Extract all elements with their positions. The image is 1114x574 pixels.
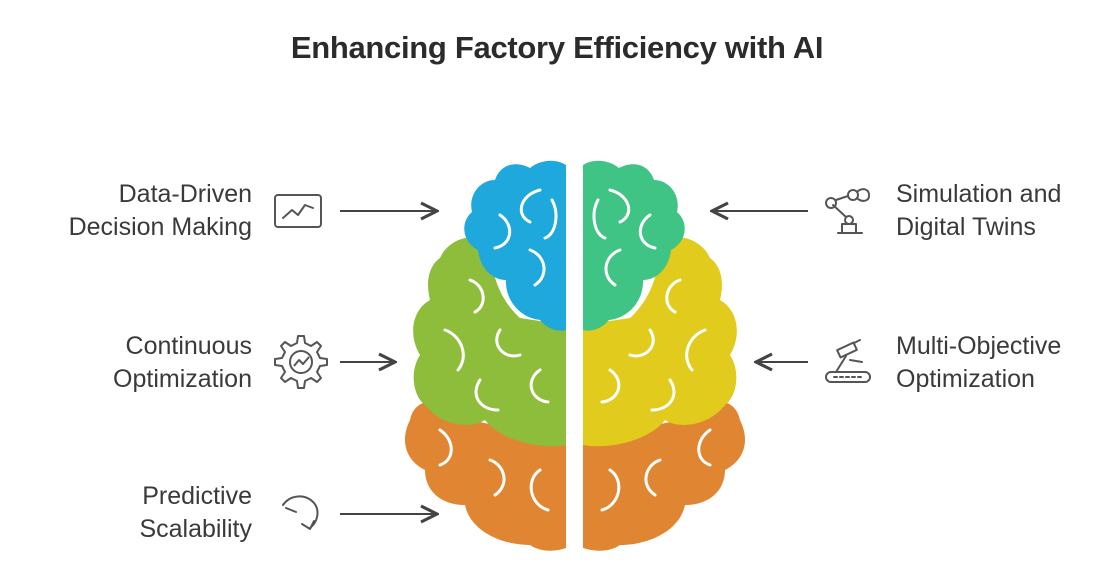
brain-lobe-blue-left — [464, 160, 566, 331]
label-simulation-digital-twins: Simulation and Digital Twins — [896, 178, 1061, 244]
connector-arrows — [340, 211, 808, 514]
label-continuous-optimization: Continuous Optimization — [113, 330, 252, 396]
label-line: Scalability — [139, 515, 252, 543]
label-line: Data-Driven — [118, 180, 252, 208]
robot-arm-icon — [825, 188, 870, 234]
right-hemisphere — [583, 160, 745, 551]
label-line: Multi-Objective — [896, 332, 1062, 360]
label-predictive-scalability: Predictive Scalability — [139, 480, 252, 546]
left-hemisphere — [405, 160, 566, 551]
label-line: Continuous — [125, 332, 252, 360]
label-line: Digital Twins — [896, 213, 1036, 241]
brain-lobe-yellow-right — [583, 236, 737, 447]
line-chart-icon — [274, 194, 322, 228]
conveyor-icon — [825, 339, 871, 383]
diagram-title: Enhancing Factory Efficiency with AI — [290, 30, 824, 65]
label-line: Decision Making — [68, 213, 252, 241]
label-line: Simulation and — [896, 180, 1062, 208]
brain-folds — [438, 188, 712, 512]
curved-arrow-icon — [282, 495, 319, 530]
label-line: Optimization — [896, 365, 1035, 393]
brain-lobe-green-right — [583, 160, 685, 331]
gear-icon — [274, 335, 328, 389]
label-data-driven: Data-Driven Decision Making — [69, 178, 252, 244]
label-multi-objective: Multi-Objective Optimization — [896, 330, 1061, 396]
label-line: Predictive — [142, 482, 252, 510]
brain-lobe-lime-left — [413, 236, 566, 447]
label-line: Optimization — [113, 365, 252, 393]
